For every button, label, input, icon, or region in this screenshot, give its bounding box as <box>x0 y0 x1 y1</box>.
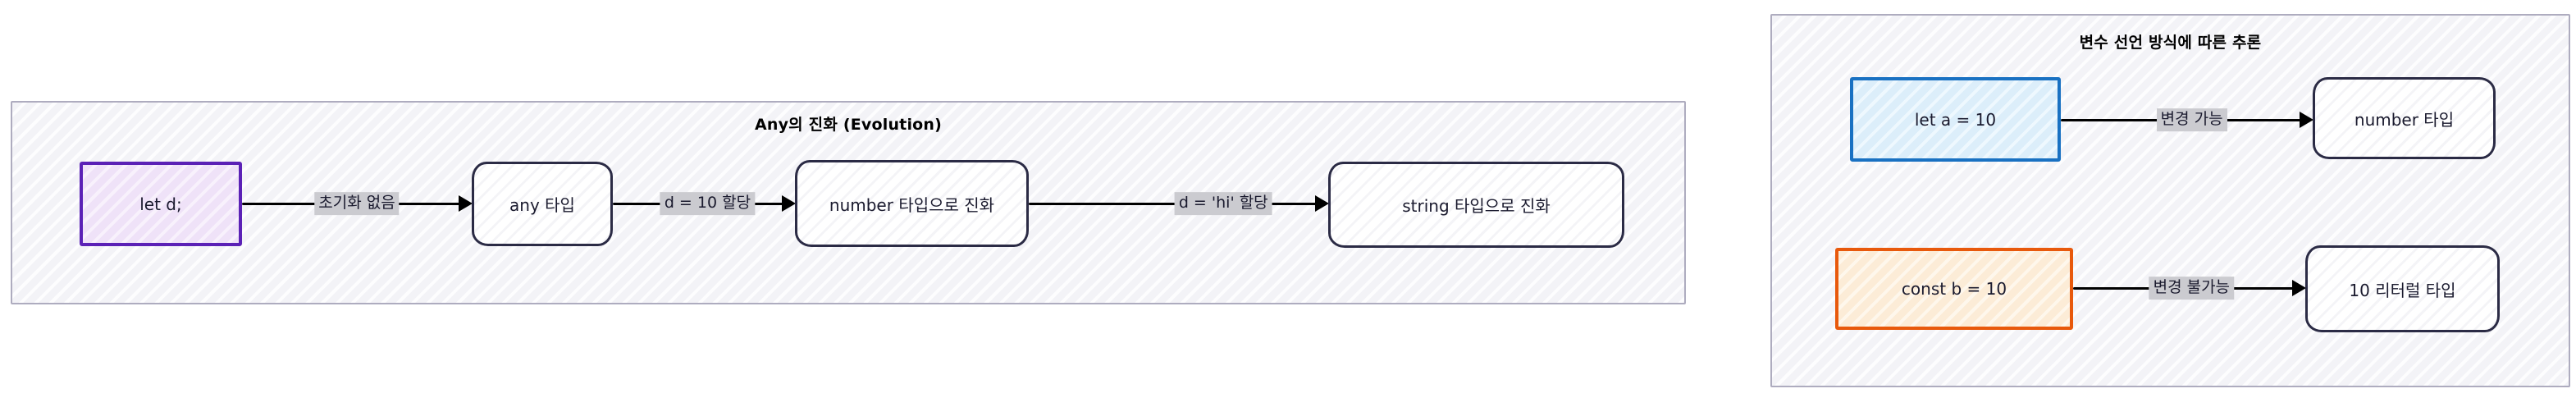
arrowhead-icon <box>2300 112 2313 128</box>
node-string-evolution-label: string 타입으로 진화 <box>1402 196 1551 216</box>
arrowhead-icon <box>782 195 796 212</box>
node-any-type: any 타입 <box>472 162 613 246</box>
subgraph-declaration-inference: 변수 선언 방식에 따른 추론 let a = 10 변경 가능 number … <box>1770 14 2570 387</box>
node-number-evolution: number 타입으로 진화 <box>795 160 1029 247</box>
subgraph-any-evolution: Any의 진화 (Evolution) let d; 초기화 없음 any 타입… <box>11 101 1686 304</box>
edge-label-assign-10: d = 10 할당 <box>660 192 756 215</box>
node-number-evolution-label: number 타입으로 진화 <box>829 194 995 215</box>
node-const-b: const b = 10 <box>1835 248 2073 330</box>
node-const-b-label: const b = 10 <box>1901 279 2007 299</box>
node-literal-type-label: 10 리터럴 타입 <box>2349 280 2456 300</box>
node-let-d: let d; <box>80 162 242 246</box>
panel-title-any-evolution: Any의 진화 (Evolution) <box>754 116 943 134</box>
node-let-a: let a = 10 <box>1850 77 2061 162</box>
panel-title-declaration-inference: 변수 선언 방식에 따른 추론 <box>2079 34 2262 52</box>
edge-line <box>1029 202 1318 205</box>
node-number-type: number 타입 <box>2313 77 2496 159</box>
node-let-d-label: let d; <box>139 194 182 214</box>
node-string-evolution: string 타입으로 진화 <box>1328 162 1624 248</box>
edge-label-no-initialization: 초기화 없음 <box>314 192 400 215</box>
node-literal-type: 10 리터럴 타입 <box>2305 245 2500 332</box>
arrowhead-icon <box>459 195 473 212</box>
arrowhead-icon <box>1315 195 1329 212</box>
arrowhead-icon <box>2292 280 2306 296</box>
node-number-type-label: number 타입 <box>2354 109 2455 130</box>
edge-label-immutable: 변경 불가능 <box>2149 277 2235 300</box>
node-let-a-label: let a = 10 <box>1914 109 1997 130</box>
edge-label-assign-hi: d = 'hi' 할당 <box>1174 192 1272 215</box>
edge-label-mutable: 변경 가능 <box>2156 108 2227 131</box>
node-any-type-label: any 타입 <box>509 195 575 215</box>
